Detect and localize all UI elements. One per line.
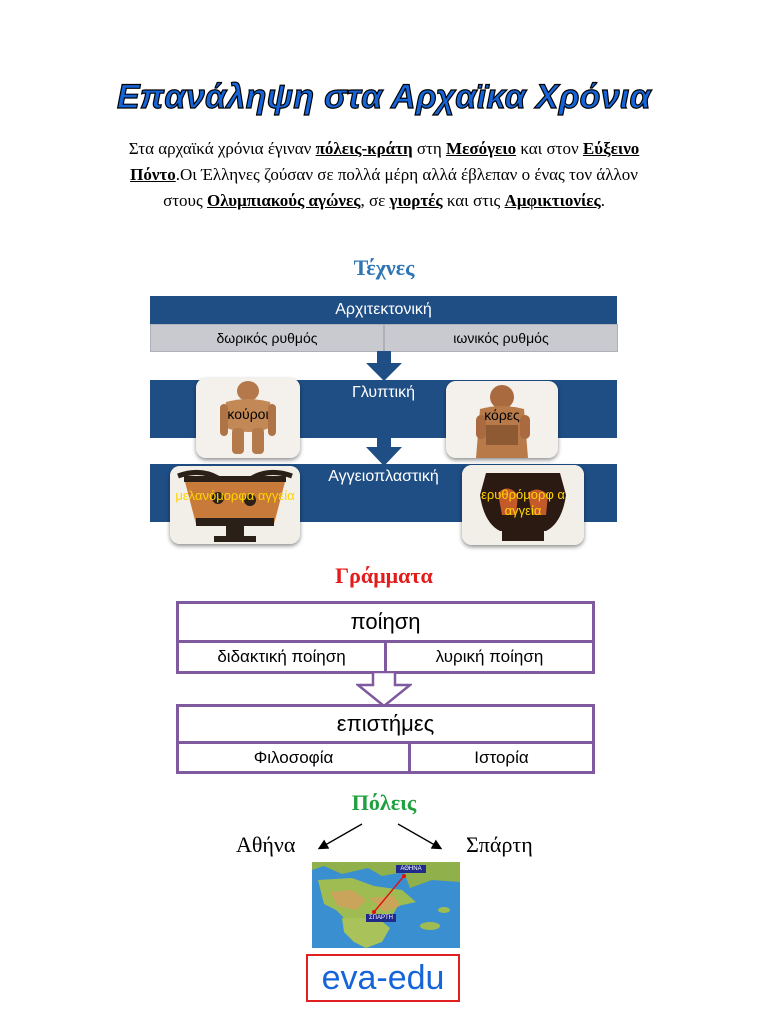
cities-heading: Πόλεις bbox=[351, 790, 417, 815]
greece-map: ΑΘΗΝΑ ΣΠΑΡΤΗ bbox=[312, 862, 460, 948]
map-label-sparta: ΣΠΑΡΤΗ bbox=[368, 915, 394, 921]
poetry-label: ποίηση bbox=[179, 604, 592, 643]
city-athens: Αθήνα bbox=[236, 832, 296, 857]
poetry-box: ποίηση διδακτική ποίηση λυρική ποίηση bbox=[176, 601, 595, 674]
page-title: Επανάληψη στα Αρχαϊκα Χρόνια bbox=[116, 77, 652, 116]
black-figure-vase-photo: μελανόμορφα αγγεία bbox=[170, 466, 300, 544]
city-sparta: Σπάρτη bbox=[466, 832, 533, 857]
kouroi-photo: κούροι bbox=[196, 378, 300, 458]
red-figure-vase-image bbox=[462, 465, 584, 545]
black-figure-label: μελανόμορφα αγγεία bbox=[175, 488, 295, 503]
red-figure-label: ερυθρόμορφ α αγγεία bbox=[481, 487, 565, 518]
didactic-poetry: διδακτική ποίηση bbox=[179, 643, 387, 671]
doric-order-box: δωρικός ρυθμός bbox=[150, 324, 384, 352]
pottery-label: Αγγειοπλαστική bbox=[328, 468, 439, 485]
intro-text: και στις bbox=[442, 191, 505, 210]
intro-text: . bbox=[600, 191, 605, 210]
down-arrow-icon bbox=[366, 351, 402, 381]
red-figure-vase-photo: ερυθρόμορφ α αγγεία bbox=[462, 465, 584, 545]
korai-photo: κόρες bbox=[446, 381, 558, 458]
intro-text: και στον bbox=[516, 139, 583, 158]
lyric-poetry: λυρική ποίηση bbox=[435, 647, 544, 666]
map-image bbox=[312, 862, 460, 948]
keyword-amphictyonies: Αμφικτιονίες bbox=[504, 191, 601, 210]
keyword-city-states: πόλεις-κράτη bbox=[315, 139, 413, 158]
kore-statue-image bbox=[446, 381, 558, 458]
keyword-festivals: γιορτές bbox=[389, 191, 443, 210]
intro-text: Στα αρχαϊκά χρόνια έγιναν bbox=[128, 139, 316, 158]
map-label-athens: ΑΘΗΝΑ bbox=[400, 866, 422, 872]
sculpture-label: Γλυπτική bbox=[352, 384, 415, 401]
kouros-statue-image bbox=[196, 378, 300, 458]
keyword-black-sea: Εύξεινο Πόντο bbox=[130, 139, 640, 184]
intro-text: , σε bbox=[360, 191, 390, 210]
keyword-olympic-games: Ολυμπιακούς αγώνες bbox=[206, 191, 361, 210]
sciences-label: επιστήμες bbox=[179, 707, 592, 744]
kouroi-label: κούροι bbox=[227, 406, 269, 422]
philosophy: Φιλοσοφία bbox=[179, 744, 411, 771]
arts-heading: Τέχνες bbox=[353, 255, 415, 280]
ionic-order-box: ιωνικός ρυθμός bbox=[384, 324, 618, 352]
architecture-bar: Αρχιτεκτονική bbox=[150, 296, 617, 324]
black-figure-vase-image bbox=[170, 466, 300, 544]
intro-text: .Οι Έλληνες ζούσαν σε πολλά μέρη αλλά έβ… bbox=[163, 165, 638, 210]
sciences-box: επιστήμες Φιλοσοφία Ιστορία bbox=[176, 704, 595, 774]
letters-heading: Γράμματα bbox=[335, 563, 433, 588]
history: Ιστορία bbox=[474, 748, 529, 767]
city-arrows-icon bbox=[317, 823, 443, 850]
intro-text: στη bbox=[412, 139, 447, 158]
down-arrow-icon bbox=[366, 432, 402, 466]
down-arrow-outline-icon bbox=[356, 671, 412, 707]
brand-logo: eva-edu bbox=[306, 954, 460, 1002]
korai-label: κόρες bbox=[484, 407, 520, 423]
keyword-mediterranean: Μεσόγειο bbox=[446, 139, 517, 158]
intro-paragraph: Στα αρχαϊκά χρόνια έγιναν πόλεις-κράτη σ… bbox=[110, 136, 658, 214]
